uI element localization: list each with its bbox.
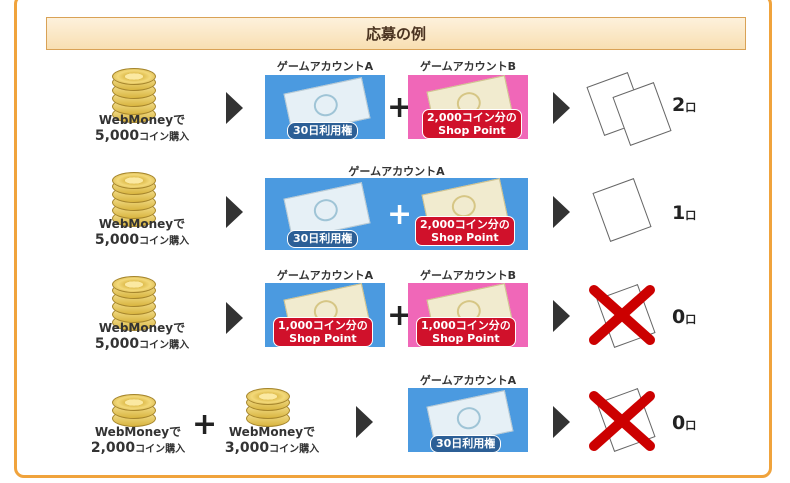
arrow-right-icon bbox=[226, 196, 243, 228]
entry-count: 0口 bbox=[672, 306, 697, 328]
entry-count: 0口 bbox=[672, 412, 697, 434]
plus-icon: + bbox=[387, 197, 413, 232]
plus-icon: + bbox=[387, 298, 413, 333]
account-a-label: ゲームアカウントA bbox=[276, 60, 374, 73]
card-30day-pass: 30日利用権 bbox=[265, 75, 385, 140]
purchase-text-2: WebMoneyで 3,000コイン購入 bbox=[224, 425, 320, 456]
arrow-right-icon bbox=[226, 302, 243, 334]
arrow-right-icon bbox=[226, 92, 243, 124]
arrow-right-icon bbox=[553, 92, 570, 124]
purchase-text: WebMoneyで 5,000コイン購入 bbox=[94, 321, 190, 352]
account-a-label: ゲームアカウントA bbox=[276, 269, 374, 282]
account-b-label: ゲームアカウントB bbox=[419, 60, 517, 73]
plus-icon: + bbox=[387, 90, 413, 125]
arrow-right-icon bbox=[356, 406, 373, 438]
entry-count: 2口 bbox=[672, 94, 697, 116]
card-label: 30日利用権 bbox=[287, 122, 359, 140]
arrow-right-icon bbox=[553, 406, 570, 438]
section-title: 応募の例 bbox=[46, 17, 746, 50]
account-a-label: ゲームアカウントA bbox=[419, 374, 517, 387]
arrow-right-icon bbox=[553, 196, 570, 228]
entry-count: 1口 bbox=[672, 202, 697, 224]
purchase-text-1: WebMoneyで 2,000コイン購入 bbox=[90, 425, 186, 456]
account-b-label: ゲームアカウントB bbox=[419, 269, 517, 282]
cross-mark-icon bbox=[589, 285, 655, 345]
purchase-text: WebMoneyで 5,000コイン購入 bbox=[94, 113, 190, 144]
card-30day-pass: 30日利用権 bbox=[408, 388, 528, 453]
plus-icon: + bbox=[192, 407, 218, 442]
purchase-text: WebMoneyで 5,000コイン購入 bbox=[94, 217, 190, 248]
account-a-label: ゲームアカウントA bbox=[348, 165, 445, 178]
arrow-right-icon bbox=[553, 300, 570, 332]
cross-mark-icon bbox=[589, 391, 655, 451]
card-label: 30日利用権 bbox=[287, 230, 359, 248]
card-label: 30日利用権 bbox=[430, 435, 502, 453]
